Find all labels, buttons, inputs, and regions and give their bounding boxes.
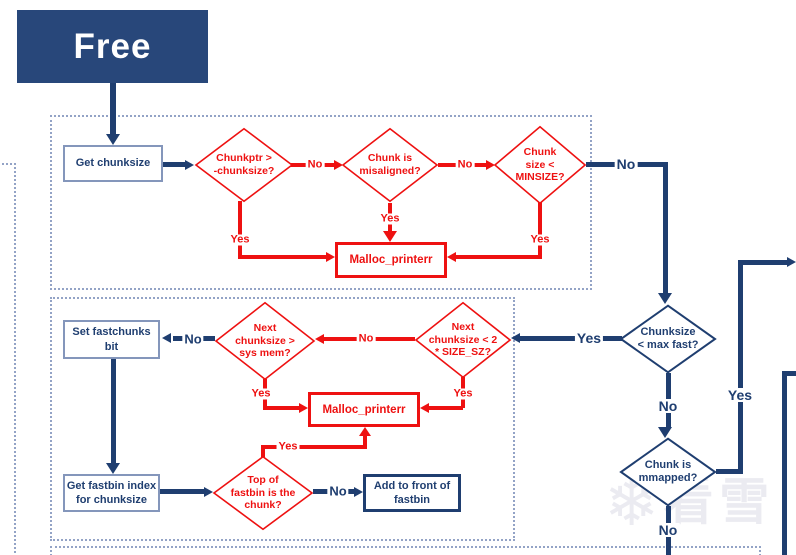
arrowhead-into-mmapped: [658, 427, 672, 438]
edge-chunkptr-yes-v: [238, 201, 242, 258]
decision-top-of-fastbin-is-chunk: Top of fastbin is the chunk?: [213, 456, 313, 530]
edge-chunkptr-yes-h: [238, 255, 328, 259]
decision-chunk-misaligned: Chunk is misaligned?: [342, 128, 438, 202]
edge-getfastbin-to-topfastbin: [160, 489, 205, 494]
arrowhead-into-addfront: [354, 487, 363, 497]
label-no-misaligned: No: [455, 158, 475, 171]
edge-sysmem-yes-h: [263, 406, 301, 410]
arrowhead-into-sysmem: [315, 334, 324, 344]
decision-misaligned-label: Chunk is misaligned?: [359, 152, 421, 177]
edge-mmapped-yes-h2: [741, 260, 788, 265]
label-yes-maxfast: Yes: [574, 330, 604, 346]
label-no-mmapped: No: [656, 522, 680, 538]
arrowhead-into-setfastchunks: [162, 333, 171, 343]
left-group-outline-partial: [0, 163, 16, 555]
arrowhead-into-misaligned: [334, 160, 343, 170]
label-no-sysmem: No: [182, 331, 204, 347]
arrowhead-into-malloc1-right: [447, 252, 456, 262]
free-start-node: Free: [17, 10, 208, 83]
error-malloc-printerr-2-label: Malloc_printerr: [322, 403, 406, 416]
arrowhead-into-maxfast: [658, 293, 672, 304]
edge-topfastbin-yes-v1: [261, 448, 265, 458]
decision-mmapped-label: Chunk is mmapped?: [638, 458, 698, 484]
error-malloc-printerr-2: Malloc_printerr: [308, 392, 420, 427]
arrowhead-into-topfastbin: [204, 487, 213, 497]
arrowhead-into-minsize: [486, 160, 495, 170]
decision-next2sz-label: Next chunksize < 2 * SIZE_SZ?: [428, 321, 498, 359]
label-yes-topfastbin: Yes: [276, 440, 300, 453]
arrowhead-into-malloc2-left: [299, 403, 308, 413]
edge-getchunksize-to-chunkptr: [163, 162, 186, 167]
decision-chunksize-lt-maxfast: Chunksize < max fast?: [620, 305, 716, 373]
process-get-fastbin-index: Get fastbin index for chunksize: [63, 474, 160, 512]
decision-chunkptr-label: Chunkptr > -chunksize?: [213, 152, 275, 177]
arrowhead-into-chunkptr: [185, 160, 194, 170]
label-no-maxfast: No: [656, 398, 680, 414]
arrowhead-mmapped-yes-exit: [787, 257, 796, 267]
edge-setfastchunks-to-getfastbin: [111, 359, 116, 463]
decision-minsize-label: Chunk size < MINSIZE?: [515, 146, 565, 184]
arrowhead-into-malloc1-top: [383, 231, 397, 242]
edge-topfastbin-yes-v2: [363, 435, 367, 447]
edge-topfastbin-yes-h: [261, 445, 367, 449]
label-no-next2sz: No: [356, 332, 376, 345]
process-set-fastchunks-bit: Set fastchunks bit: [63, 320, 160, 359]
label-yes-sysmem: Yes: [249, 387, 273, 400]
arrowhead-into-malloc1-left: [326, 252, 335, 262]
process-set-fastchunks-bit-label: Set fastchunks bit: [72, 326, 151, 353]
arrowhead-into-malloc2-bottom: [359, 427, 371, 436]
decision-chunk-lt-minsize: Chunk size < MINSIZE?: [494, 126, 586, 204]
label-no-topfastbin: No: [327, 483, 349, 499]
decision-topfastbin-label: Top of fastbin is the chunk?: [230, 474, 296, 512]
edge-minsize-yes-v: [538, 201, 542, 258]
arrowhead-into-malloc2-right: [420, 403, 429, 413]
label-yes-mmapped: Yes: [725, 387, 755, 403]
edge-minsize-yes-h: [455, 255, 542, 259]
arrowhead-into-getchunksize: [106, 134, 120, 145]
label-yes-next2sz: Yes: [451, 387, 475, 400]
edge-right-elbow-h: [782, 371, 796, 376]
decision-chunk-is-mmapped: Chunk is mmapped?: [620, 438, 716, 506]
label-no-minsize: No: [614, 156, 638, 172]
decision-maxfast-label: Chunksize < max fast?: [637, 325, 699, 351]
free-title: Free: [73, 26, 152, 66]
decision-next-chunksize-gt-sysmem: Next chunksize > sys mem?: [215, 302, 315, 380]
edge-mmapped-yes-h1: [716, 469, 743, 474]
edge-mmapped-yes-v: [738, 260, 743, 472]
decision-next-chunksize-lt-2sizesz: Next chunksize < 2 * SIZE_SZ?: [415, 302, 511, 378]
edge-minsize-no-v: [663, 162, 668, 295]
edge-next2sz-yes-h: [429, 406, 463, 410]
decision-chunkptr-gt-neg-chunksize: Chunkptr > -chunksize?: [195, 128, 293, 202]
label-yes-chunkptr: Yes: [228, 233, 252, 246]
process-get-chunksize: Get chunksize: [63, 145, 163, 182]
error-malloc-printerr-1-label: Malloc_printerr: [349, 254, 433, 266]
label-yes-misaligned: Yes: [378, 212, 402, 225]
process-get-chunksize-label: Get chunksize: [75, 157, 151, 170]
edge-free-to-getchunksize: [110, 83, 116, 136]
process-add-to-front-of-fastbin-label: Add to front of fastbin: [373, 479, 451, 506]
edge-maxfast-yes: [520, 336, 622, 341]
arrowhead-into-next2sz: [511, 333, 520, 343]
stage3-group-outline-partial: [50, 546, 761, 555]
error-malloc-printerr-1: Malloc_printerr: [335, 242, 447, 278]
process-add-to-front-of-fastbin: Add to front of fastbin: [363, 474, 461, 512]
stage1-group-outline: [50, 115, 592, 290]
process-get-fastbin-index-label: Get fastbin index for chunksize: [66, 479, 157, 506]
arrowhead-into-getfastbin: [106, 463, 120, 474]
label-no-chunkptr: No: [305, 158, 325, 171]
decision-sysmem-label: Next chunksize > sys mem?: [235, 322, 295, 360]
stage2-group-outline: [50, 297, 515, 541]
label-yes-minsize: Yes: [528, 233, 552, 246]
edge-right-elbow-v: [782, 371, 787, 555]
